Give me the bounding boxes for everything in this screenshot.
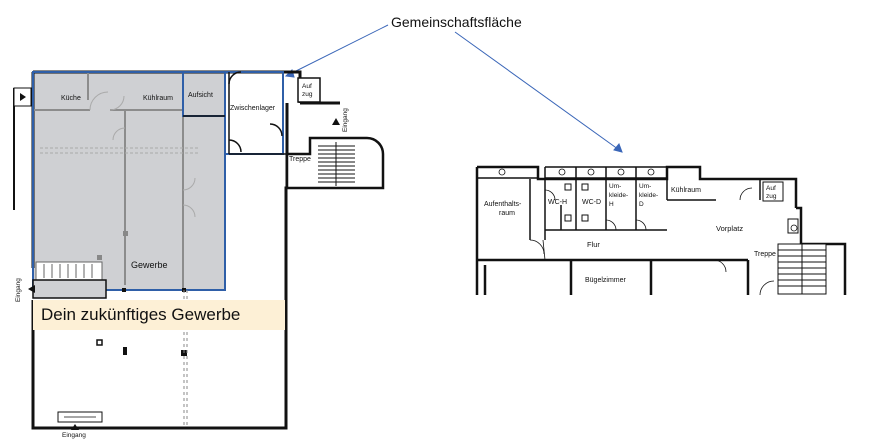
room-label-zwischenlager: Zwischenlager [230, 105, 276, 112]
room-label-umkleide-d-1: Um- [639, 183, 651, 190]
right-stairs [777, 243, 827, 295]
marker [123, 347, 127, 355]
zwischenlager-area [225, 72, 283, 154]
promo-banner: Dein zukünftiges Gewerbe [33, 300, 285, 330]
right-entry-arrow [332, 118, 340, 125]
room-label-kuehlraum-right: Kühlraum [671, 187, 701, 194]
column-marker [97, 255, 102, 260]
entrance-label-right: Eingang [342, 108, 349, 132]
callout-arrows [284, 24, 623, 153]
room-label-umkleide-h-2: kleide- [609, 192, 628, 199]
bottom-entry-arrow [71, 424, 79, 430]
room-label-flur: Flur [587, 240, 600, 249]
gewerbe-area [33, 72, 225, 290]
aufzug-right-label-1: Auf [766, 185, 776, 192]
room-label-umkleide-h-1: Um- [609, 183, 621, 190]
room-label-aufenthaltsraum-1: Aufenthalts- [484, 201, 522, 208]
room-label-wc-h: WC-H [548, 199, 567, 206]
room-label-gewerbe: Gewerbe [131, 260, 168, 270]
room-label-kueche: Küche [61, 95, 81, 102]
marker [96, 339, 103, 346]
aufzug-box [297, 77, 321, 103]
room-label-umkleide-d-2: kleide- [639, 192, 658, 199]
aufzug-label-2: zug [302, 91, 313, 98]
room-label-treppe: Treppe [289, 156, 311, 163]
column-marker [123, 231, 128, 236]
room-label-umkleide-d-3: D [639, 201, 644, 208]
room-label-aufsicht: Aufsicht [188, 92, 213, 99]
top-band [477, 166, 761, 240]
upper-room-walls [183, 71, 287, 155]
room-label-buegelzimmer: Bügelzimmer [585, 277, 627, 284]
marker [122, 288, 126, 292]
right-floor-plan: Aufenthalts- raum WC-H WC-D Um- kleide- … [475, 165, 847, 296]
aufzug-label-1: Auf [302, 83, 312, 90]
left-stair [32, 261, 107, 299]
left-entry-arrow [28, 285, 35, 293]
right-door-arcs [529, 187, 775, 296]
callout-title: Gemeinschaftsfläche [391, 14, 522, 30]
door-arcs [40, 91, 200, 218]
stair-steps [318, 142, 355, 186]
room-label-vorplatz: Vorplatz [716, 224, 743, 233]
room-label-aufenthaltsraum-2: raum [499, 210, 515, 217]
aufzug-right-label-2: zug [766, 193, 777, 200]
room-label-treppe-right: Treppe [754, 251, 776, 258]
entrance-label-bottom: Eingang [62, 432, 86, 439]
door-number-markers [498, 168, 798, 232]
room-label-kuehlraum: Kühlraum [143, 95, 173, 102]
left-entry-arrow [20, 93, 26, 101]
entrance-label-left: Eingang [15, 278, 22, 302]
stair-well [285, 136, 385, 190]
left-floor-plan: Küche Kühlraum Aufsicht Zwischenlager Au… [13, 70, 385, 439]
room-label-wc-d: WC-D [582, 199, 601, 206]
interior-walls [33, 72, 184, 290]
room-label-umkleide-h-3: H [609, 201, 614, 208]
